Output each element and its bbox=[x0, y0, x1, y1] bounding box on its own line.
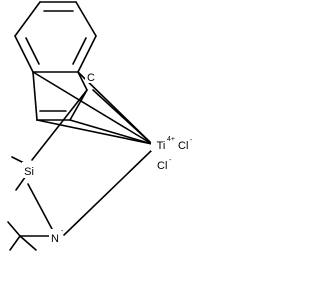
bond-c3a-ti bbox=[32, 71, 153, 145]
chloride-1-label: Cl bbox=[178, 140, 188, 152]
chloride-2-label: Cl bbox=[157, 160, 167, 172]
atom-titanium: Ti 4+ bbox=[151, 135, 175, 152]
atom-chloride-2: Cl - bbox=[157, 157, 172, 172]
bond-n-ti bbox=[63, 149, 153, 236]
atom-carbon: C bbox=[85, 70, 96, 84]
bond-ring-inner-left bbox=[25, 37, 40, 65]
atom-silicon: Si bbox=[22, 162, 37, 178]
bond-c1-c7a bbox=[77, 71, 88, 91]
silicon-label: Si bbox=[24, 166, 34, 178]
haptic-bonds bbox=[32, 71, 153, 145]
molecule-diagram: C Ti 4+ Cl - Cl - Si N - bbox=[7, 1, 193, 251]
bond-tbutyl-methyl-3 bbox=[19, 235, 37, 251]
silyl-amide-bridge bbox=[7, 89, 153, 251]
bond-ring-top-right bbox=[75, 1, 97, 37]
bond-si-n bbox=[27, 183, 53, 230]
chloride-1-charge: - bbox=[190, 137, 193, 144]
chloride-2-charge: - bbox=[169, 157, 172, 164]
bond-ring-inner-right bbox=[72, 37, 87, 65]
atom-chloride-1: Cl - bbox=[178, 137, 193, 152]
bond-ring-left bbox=[14, 35, 34, 73]
bond-c2-ti bbox=[69, 119, 153, 145]
nitrogen-charge: - bbox=[61, 228, 64, 235]
atom-nitrogen: N - bbox=[49, 228, 64, 245]
benzene-ring bbox=[14, 1, 97, 73]
bond-c3a-c3 bbox=[32, 71, 38, 121]
bond-c1-si bbox=[31, 89, 88, 161]
bond-tbutyl-methyl-1 bbox=[7, 221, 21, 237]
bond-c1-ti bbox=[92, 89, 153, 145]
bond-tbutyl-methyl-2 bbox=[9, 235, 21, 251]
bond-c3-ti bbox=[36, 119, 153, 145]
indenyl-ring bbox=[32, 71, 88, 121]
titanium-label: Ti bbox=[157, 140, 166, 152]
bond-c2-c1 bbox=[69, 89, 88, 121]
titanium-charge: 4+ bbox=[167, 136, 175, 143]
nitrogen-label: N bbox=[51, 233, 59, 245]
bond-ring-right bbox=[77, 35, 97, 73]
carbon-label: C bbox=[87, 72, 95, 84]
bond-ring-top-left-diag bbox=[14, 1, 41, 37]
